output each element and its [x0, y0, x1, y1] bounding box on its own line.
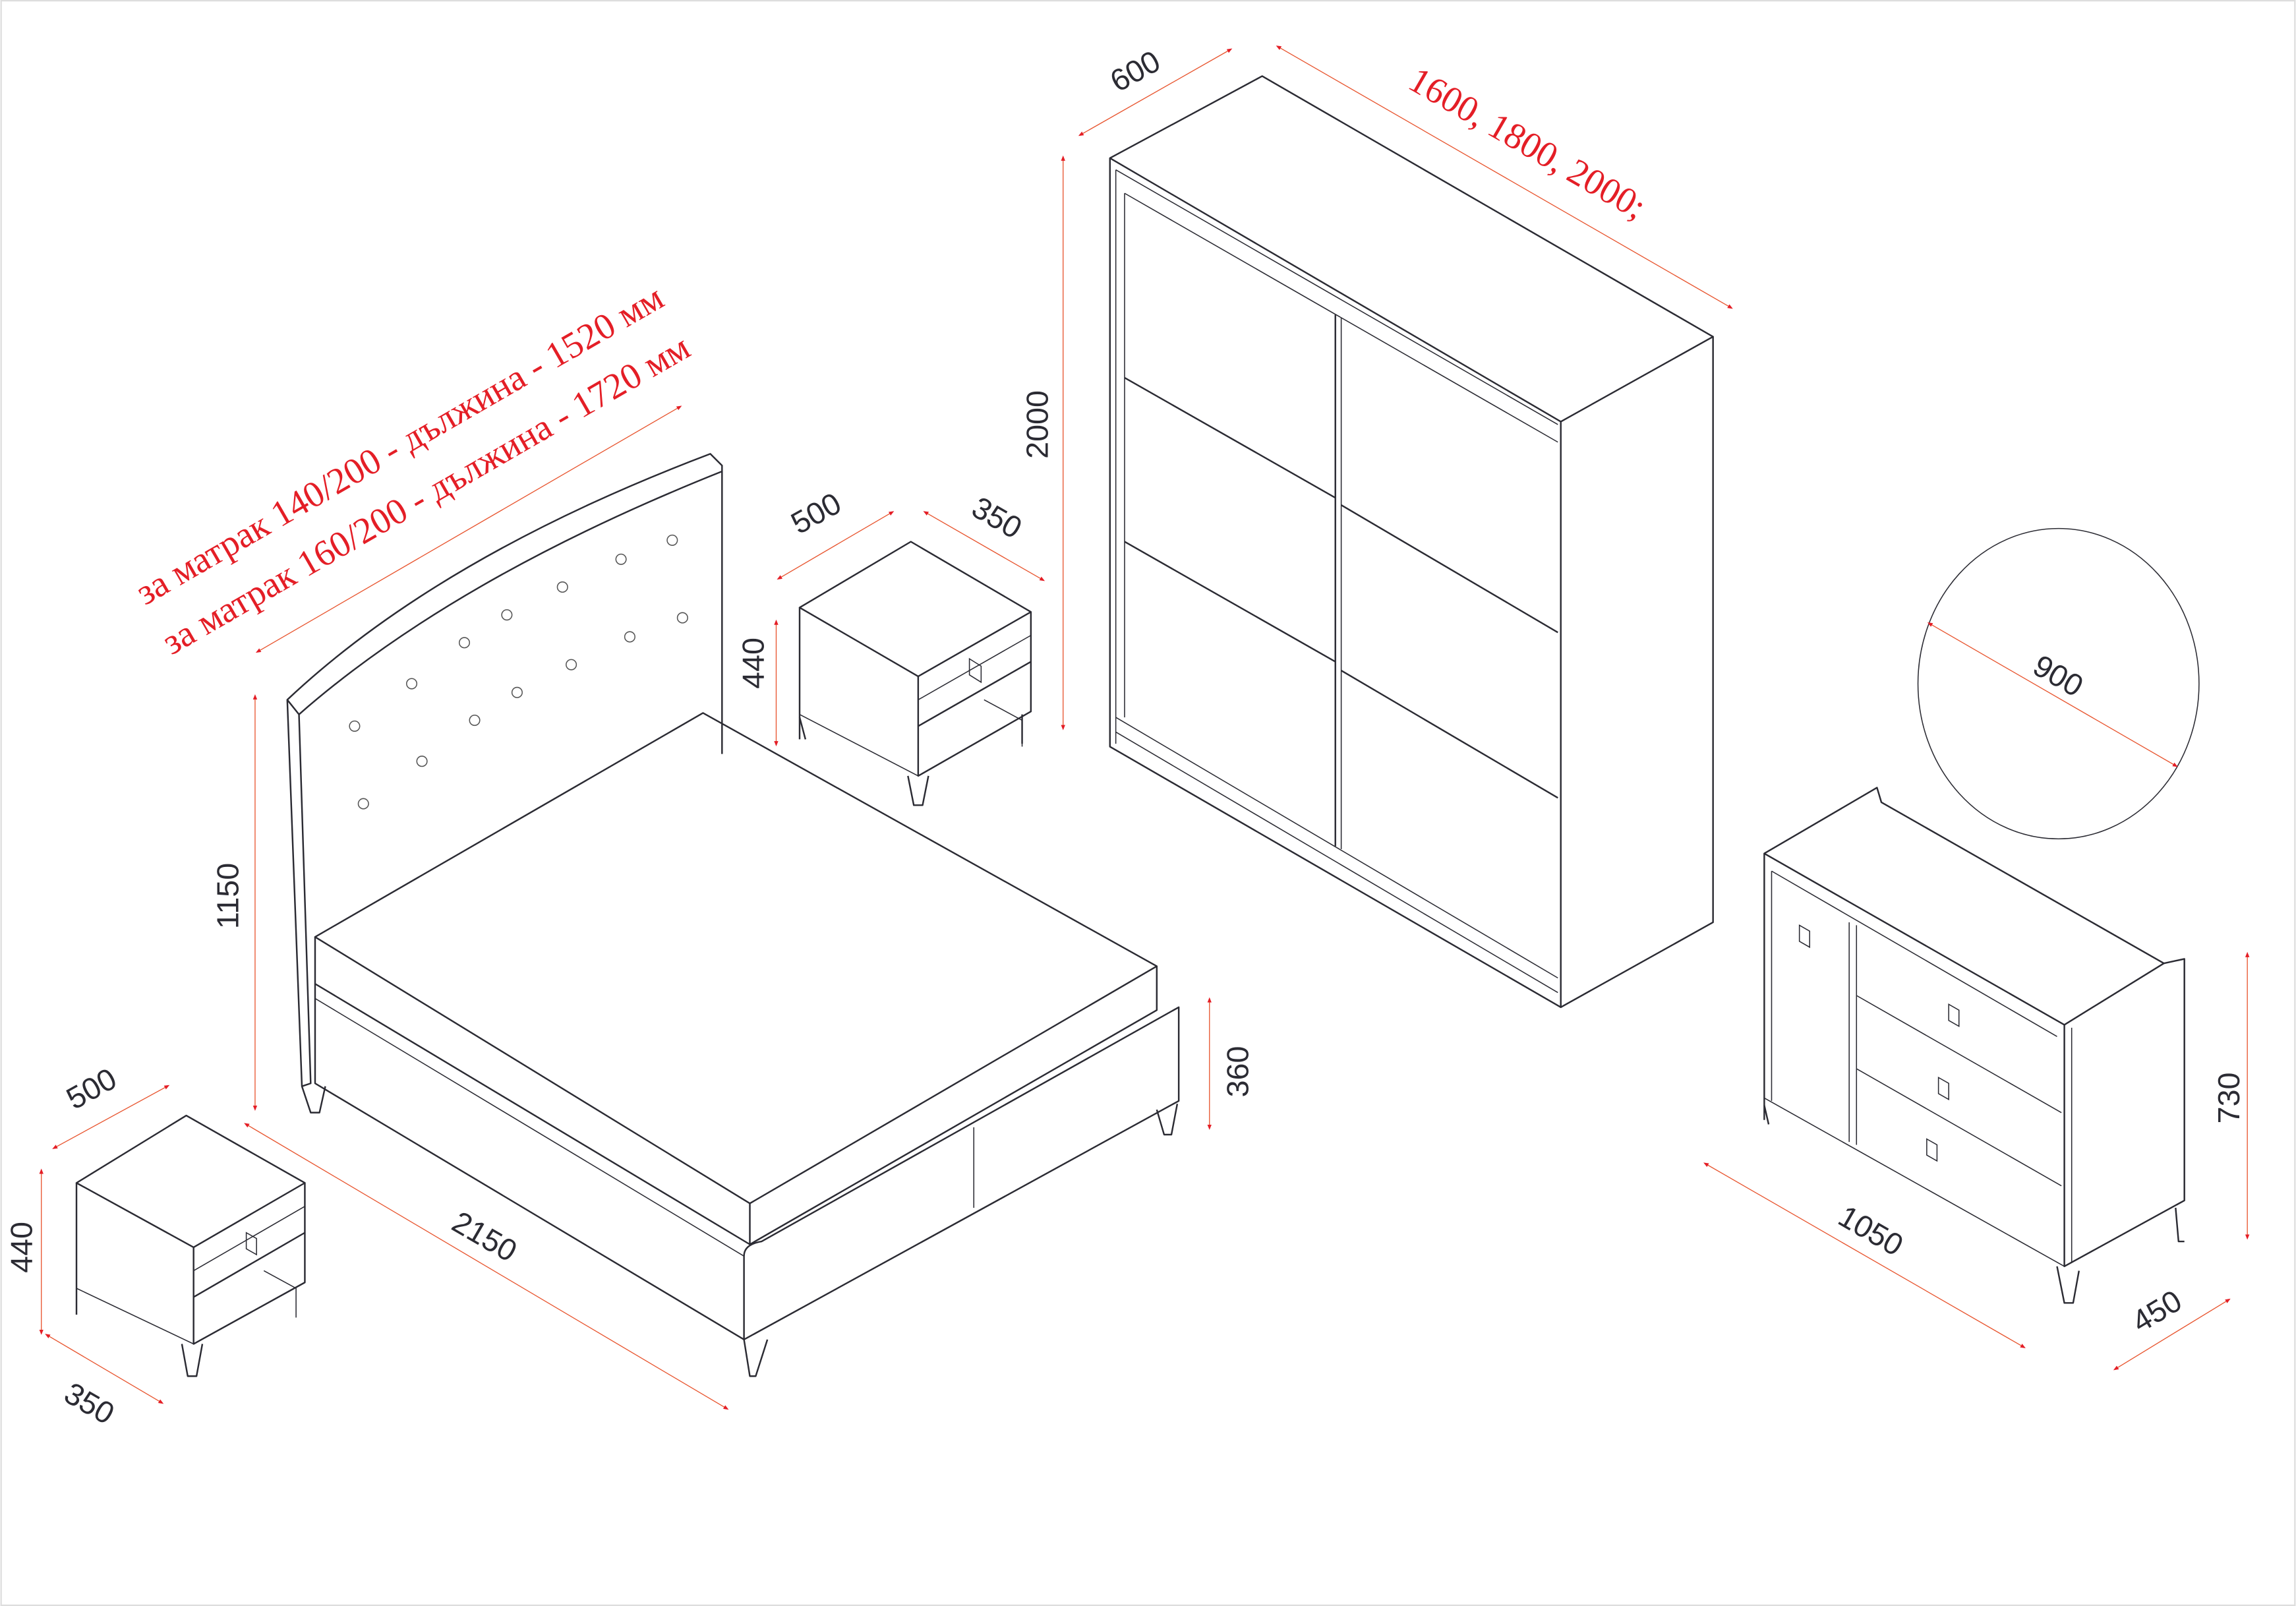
nightstand-bottom-height-label: 440	[4, 1222, 38, 1273]
wardrobe-width-label: 1600, 1800, 2000;	[1402, 60, 1653, 228]
nightstand-top	[798, 541, 1032, 806]
headboard-buttons	[349, 534, 688, 810]
wardrobe-depth-label: 600	[1104, 44, 1165, 98]
mirror-diameter-label: 900	[2028, 648, 2089, 703]
dimension-lines	[39, 45, 2250, 1410]
bed-headboard-height-label: 1150	[210, 863, 245, 929]
bed-note-160: за матрак 160/200 - дължина - 1720 мм	[156, 327, 697, 663]
nightstand-top-height-label: 440	[736, 638, 771, 689]
bed-note-140: за матрак 140/200 - дължина - 1520 мм	[129, 278, 670, 613]
nightstand-bottom-depth-label: 350	[59, 1376, 120, 1431]
dresser	[1763, 787, 2185, 1304]
wardrobe-height-label: 2000	[1020, 390, 1054, 459]
wardrobe	[1109, 75, 1714, 1008]
nightstand-bottom-left	[75, 1114, 306, 1377]
bed	[286, 453, 1180, 1377]
nightstand-top-depth-label: 350	[966, 490, 1028, 545]
mirror	[1917, 527, 2200, 840]
nightstand-top-width-label: 500	[785, 486, 846, 541]
dresser-width-label: 1050	[1833, 1199, 1909, 1263]
nightstand-bottom-width-label: 500	[61, 1061, 122, 1116]
bed-base-height-label: 360	[1221, 1046, 1255, 1098]
bed-length-label: 2150	[446, 1204, 523, 1268]
dresser-height-label: 730	[2212, 1073, 2246, 1124]
